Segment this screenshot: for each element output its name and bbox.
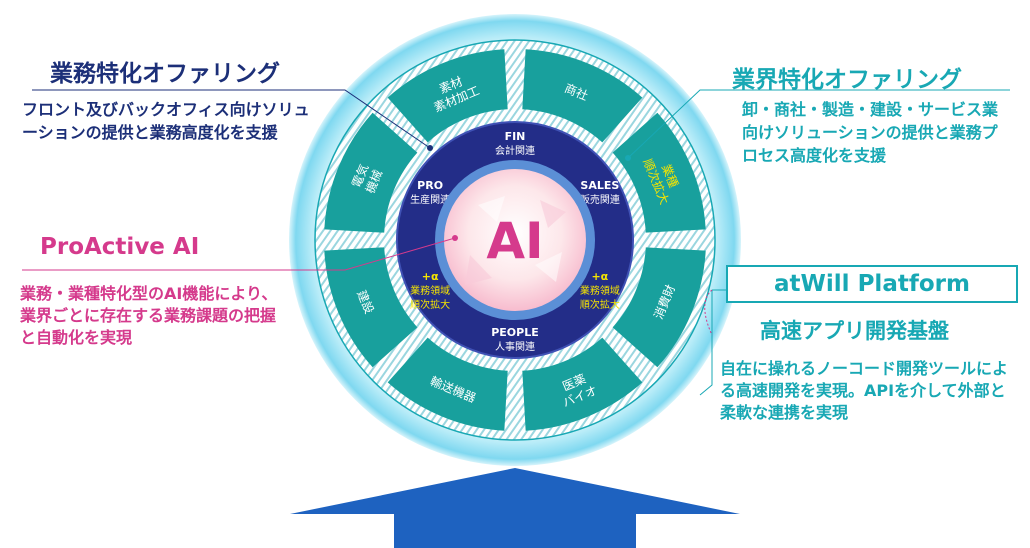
platform-title: atWill Platform	[726, 265, 1018, 303]
business-area-label: 会計関連	[495, 144, 535, 157]
industry-segment	[522, 337, 643, 431]
business-offering-title: 業務特化オファリング	[50, 61, 280, 87]
industry-segment	[324, 112, 418, 233]
business-area-label: 業務領域	[410, 284, 450, 297]
industry-segment	[387, 337, 508, 431]
business-offering-desc: フロント及びバックオフィス向けソリューションの提供と業務高度化を支援	[22, 100, 310, 142]
business-area-label: PRO	[417, 179, 443, 192]
platform-subtitle: 高速アプリ開発基盤	[760, 319, 949, 343]
proactive-ai-desc: 業務・業種特化型のAI機能により、業界ごとに存在する業務課題の把握と自動化を実現	[20, 284, 278, 347]
platform-desc: 自在に操れるノーコード開発ツールによる高速開発を実現。APIを介して外部と柔軟な…	[720, 359, 1009, 422]
business-area-label: 業務領域	[580, 284, 620, 297]
industry-offering-title: 業界特化オファリング	[732, 67, 962, 93]
industry-segment	[324, 247, 418, 368]
industry-segment	[522, 49, 643, 143]
proactive-ai-title: ProActive AI	[40, 234, 200, 260]
business-area-label: +α	[422, 270, 439, 283]
leader-business	[32, 89, 431, 149]
industry-segment	[612, 247, 706, 368]
business-area-label: 順次拡大	[580, 298, 620, 311]
leader-industry	[627, 89, 1010, 159]
business-area-label: FIN	[505, 130, 526, 143]
foundation-arrow	[290, 468, 740, 548]
business-area-label: 順次拡大	[410, 298, 450, 311]
business-labels: FIN会計関連SALES販売関連+α業務領域順次拡大PEOPLE人事関連+α業務…	[410, 130, 620, 353]
industry-offering-desc: 卸・商社・製造・建設・サービス業向けソリューションの提供と業務プロセス高度化を支…	[742, 100, 999, 165]
business-area-label: PEOPLE	[491, 326, 539, 339]
business-area-label: 生産関連	[410, 193, 450, 206]
industry-segment	[612, 112, 706, 233]
business-area-label: +α	[591, 270, 608, 283]
business-area-label: 人事関連	[495, 340, 535, 353]
leader-proactive	[22, 237, 456, 271]
leader-platform	[699, 290, 713, 396]
business-area-label: SALES	[580, 179, 619, 192]
business-area-label: 販売関連	[580, 193, 620, 206]
ai-label: AI	[486, 212, 543, 270]
industry-segment	[387, 49, 508, 143]
